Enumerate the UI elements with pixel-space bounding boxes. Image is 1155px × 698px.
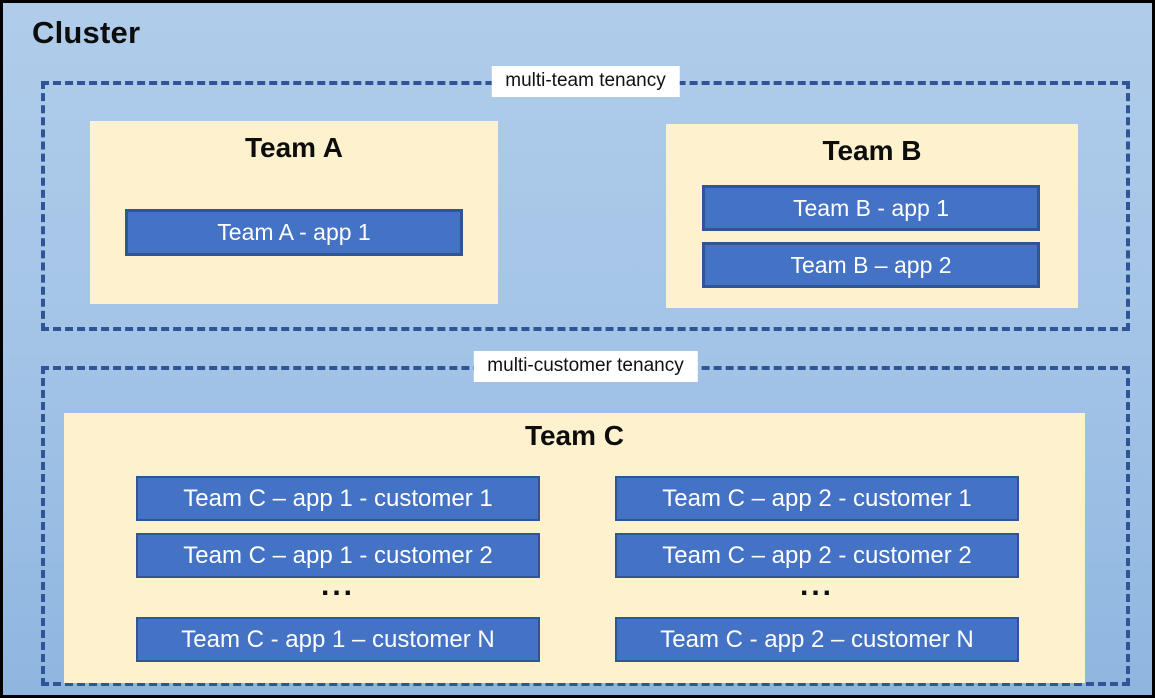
multi-customer-section: multi-customer tenancy Team C Team C – a… [41,351,1130,686]
multi-customer-section-label: multi-customer tenancy [473,351,698,382]
team-c-app1-ellipsis: ... [320,569,355,602]
multi-team-section-label: multi-team tenancy [491,66,680,97]
team-c-app2-ellipsis: ... [799,569,834,602]
cluster-title: Cluster [32,15,141,50]
team-b-app-1-box: Team B - app 1 [702,185,1040,231]
team-c-app2-customer1-box: Team C – app 2 - customer 1 [615,476,1019,521]
team-c-app1-customer1-box: Team C – app 1 - customer 1 [136,476,540,521]
team-a-panel: Team A Team A - app 1 [90,121,498,304]
multi-team-section: multi-team tenancy Team A Team A - app 1… [41,66,1130,331]
team-c-app1-column: Team C – app 1 - customer 1 Team C – app… [136,413,540,683]
team-b-panel: Team B Team B - app 1 Team B – app 2 [666,124,1078,308]
team-c-app1-customerN-box: Team C - app 1 – customer N [136,617,540,662]
team-b-app-2-box: Team B – app 2 [702,242,1040,288]
team-b-title: Team B [822,135,922,166]
team-c-app2-customerN-box: Team C - app 2 – customer N [615,617,1019,662]
team-c-panel: Team C Team C – app 1 - customer 1 Team … [64,413,1085,683]
team-a-title: Team A [244,132,344,163]
team-c-app2-customer2-box: Team C – app 2 - customer 2 [615,533,1019,578]
team-a-app-1-box: Team A - app 1 [125,209,463,256]
team-c-app2-column: Team C – app 2 - customer 1 Team C – app… [615,413,1019,683]
team-c-title: Team C [524,420,625,451]
team-c-app1-customer2-box: Team C – app 1 - customer 2 [136,533,540,578]
